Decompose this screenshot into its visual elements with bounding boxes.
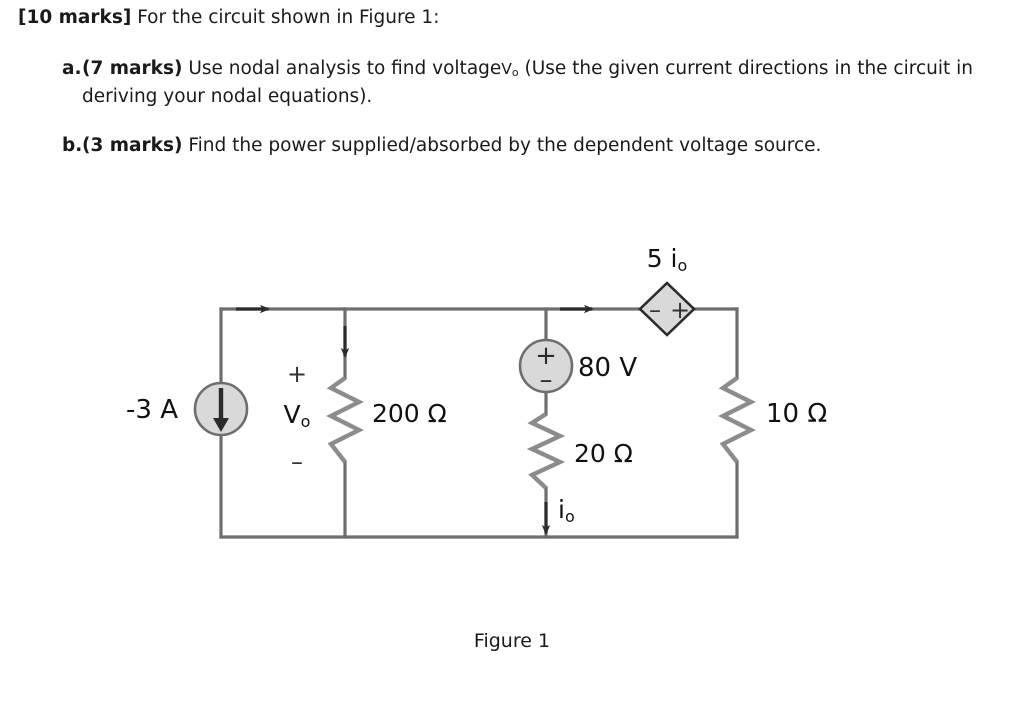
vo-label: Vo [284, 400, 311, 431]
io-label-sub: o [565, 507, 575, 526]
resistor-10ohm-label: 10 Ω [766, 399, 827, 429]
question-item-a: a. (7 marks) Use nodal analysis to find … [18, 55, 1008, 112]
dependent-source-label-sub: o [678, 256, 688, 275]
dependent-source-plus-terminal: + [670, 296, 690, 324]
vo-polarity-group: + Vo – [284, 360, 311, 476]
resistor-200ohm[interactable]: 200 Ω [326, 376, 447, 464]
voltage-source-80v-minus: – [540, 365, 553, 395]
io-current-label: io [558, 495, 575, 526]
question-intro-text: For the circuit shown in Figure 1: [137, 7, 440, 28]
question-item-a-marks: (7 marks) [82, 57, 183, 79]
question-item-a-text-before: Use nodal analysis to find voltage [188, 57, 502, 79]
dependent-source-minus-terminal: – [649, 296, 661, 324]
resistor-20ohm[interactable]: 20 Ω [526, 412, 633, 490]
io-label-main: i [558, 495, 565, 524]
vo-label-sub: o [301, 412, 311, 431]
question-marks-tag: [10 marks] [18, 7, 132, 28]
current-source-arrow-head [213, 418, 229, 432]
resistor-10ohm[interactable]: 10 Ω [718, 376, 827, 464]
voltage-source-80v-plus: + [535, 341, 557, 371]
voltage-source-80v[interactable]: + – 80 V [518, 338, 637, 395]
question-item-a-text-after: (Use the given current directions in the… [82, 57, 973, 108]
current-source-3a[interactable]: -3 A [126, 381, 249, 437]
dependent-voltage-source[interactable]: – + 5 io [638, 244, 696, 337]
resistor-20ohm-label: 20 Ω [574, 439, 633, 468]
resistor-10ohm-zigzag [718, 376, 756, 464]
resistor-200ohm-zigzag [326, 376, 364, 464]
dependent-source-label-main: 5 i [647, 244, 678, 273]
vo-plus-sign: + [287, 360, 307, 388]
current-source-label: -3 A [126, 395, 178, 425]
question-intro: [10 marks] For the circuit shown in Figu… [18, 4, 1008, 33]
voltage-source-80v-label: 80 V [578, 353, 637, 383]
dependent-source-diamond [638, 281, 696, 337]
vo-label-main: V [284, 400, 301, 429]
voltage-source-80v-circle [518, 338, 574, 394]
question-item-b-label: b. [62, 135, 83, 157]
vo-minus-sign: – [291, 448, 303, 476]
question-item-b: b. (3 marks) Find the power supplied/abs… [18, 132, 1008, 161]
resistor-200ohm-label: 200 Ω [372, 399, 447, 428]
dependent-source-label: 5 io [647, 244, 688, 275]
question-item-b-marks: (3 marks) [82, 135, 183, 157]
figure-area: -3 A 200 Ω + Vo – + – 80 V 20 Ω [0, 230, 1024, 690]
current-direction-arrows [236, 304, 594, 535]
question-item-a-label: a. [62, 57, 82, 79]
question-item-a-symbol-vo: Vo [501, 59, 519, 79]
question-block: [10 marks] For the circuit shown in Figu… [18, 4, 1008, 181]
resistor-20ohm-zigzag [526, 412, 566, 490]
circuit-diagram: -3 A 200 Ω + Vo – + – 80 V 20 Ω [126, 244, 827, 539]
figure-caption: Figure 1 [473, 630, 551, 652]
question-item-b-text: Find the power supplied/absorbed by the … [188, 135, 822, 157]
